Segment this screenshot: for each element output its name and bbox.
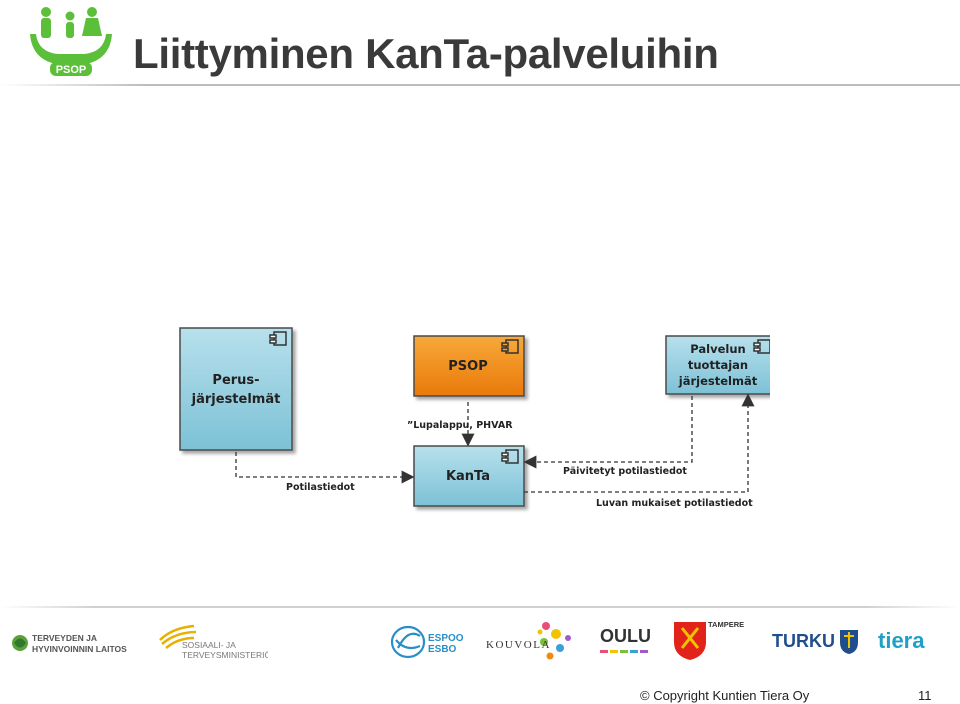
edge-label-lupalappu: ”Lupalappu, PHVAR [407,420,513,431]
turku-logo: TURKU [772,626,862,661]
espoo-logo: ESPOO ESBO [390,622,470,667]
tampere-shield-icon [674,622,706,660]
edge-palvelun-to-kanta: Päivitetyt potilastiedot [523,396,693,477]
stm-logo: SOSIAALI- JA TERVEYSMINISTERIÖ [158,622,271,665]
component-diagram: Perus- järjestelmät PSOP KanTa Palvelun … [179,327,770,509]
palvelun-label-line2: tuottajan [688,358,748,372]
kanta-label: KanTa [446,469,490,484]
tiera-logo: tiera [878,624,942,661]
component-icon [269,331,287,346]
node-palvelun-tuottajan-jarjestelmat: Palvelun tuottajan järjestelmät [665,335,770,395]
espoo-line2: ESBO [428,644,457,655]
footer-divider [0,606,960,608]
page-number: 11 [918,688,932,703]
espoo-line1: ESPOO [428,633,464,644]
title-divider [0,84,960,86]
thl-line2: HYVINVOINNIN LAITOS [32,644,127,654]
copyright-text: © Copyright Kuntien Tiera Oy [640,688,810,703]
kouvola-logo-mark [537,622,571,660]
psop-label: PSOP [448,359,487,374]
kouvola-text: KOUVOLA [486,639,551,651]
thl-line1: TERVEYDEN JA [32,633,97,643]
tampere-text: TAMPERE [708,620,744,629]
oulu-text: OULU [600,626,651,646]
turku-shield-icon [840,630,858,654]
page-title: Liittyminen KanTa-palveluihin [133,30,719,77]
perus-label-line2: järjestelmät [191,392,281,407]
stm-line1: SOSIAALI- JA [182,640,236,650]
oulu-logo-mark [600,650,648,653]
edge-label-luvan-mukaiset: Luvan mukaiset potilastiedot [596,498,753,509]
thl-logo: TERVEYDEN JA HYVINVOINNIN LAITOS [10,630,140,661]
turku-text: TURKU [772,631,835,651]
edge-label-paivitetyt: Päivitetyt potilastiedot [563,466,687,477]
psop-logo: PSOP [26,4,116,80]
tiera-text: tiera [878,628,925,653]
logo-text: PSOP [56,64,87,76]
espoo-logo-mark [390,625,426,659]
edge-perus-to-kanta: Potilastiedot [235,452,415,493]
component-icon [501,339,519,354]
psop-logo-graphic: PSOP [30,7,112,76]
palvelun-label-line3: järjestelmät [678,374,758,388]
node-kanta: KanTa [413,445,525,507]
edge-label-potilastiedot: Potilastiedot [286,482,355,493]
stm-line2: TERVEYSMINISTERIÖ [182,650,268,660]
stm-logo-mark [159,624,197,649]
edge-kanta-to-palvelun: Luvan mukaiset potilastiedot [524,393,755,509]
perus-label-line1: Perus- [212,373,259,388]
node-perusjarjestelmat: Perus- järjestelmät [179,327,293,451]
kouvola-logo: KOUVOLA [484,612,584,673]
edge-psop-to-kanta: ”Lupalappu, PHVAR [407,402,513,447]
palvelun-label-line1: Palvelun [690,342,745,356]
component-icon [501,449,519,464]
node-psop: PSOP [413,335,525,397]
tampere-logo: TAMPERE [670,618,750,667]
component-icon [753,339,770,354]
oulu-logo: OULU [598,622,662,663]
